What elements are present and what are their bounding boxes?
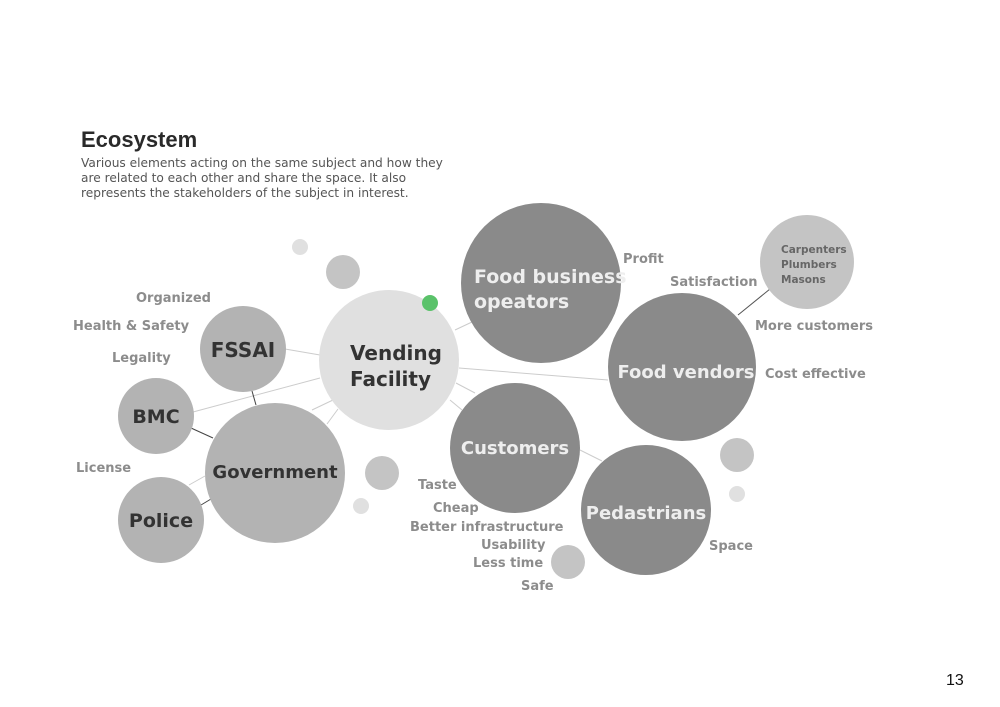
node-label: Food vendors xyxy=(617,362,754,383)
label-better-infrastructure: Better infrastructure xyxy=(410,520,564,535)
node-bmc: BMC xyxy=(118,378,194,454)
node-pedestrians: Pedastrians xyxy=(581,445,711,575)
label-safe: Safe xyxy=(521,579,554,594)
bubble xyxy=(292,239,308,255)
connectors xyxy=(188,288,771,506)
node-label: opeators xyxy=(474,291,569,313)
label-cost-effective: Cost effective xyxy=(765,367,866,382)
connector xyxy=(251,390,257,406)
label-health-safety: Health & Safety xyxy=(73,319,190,334)
node-label: Plumbers xyxy=(781,259,837,271)
connector xyxy=(190,427,214,439)
node-label: Police xyxy=(129,510,193,532)
label-legality: Legality xyxy=(112,351,171,366)
node-label: Pedastrians xyxy=(586,503,706,524)
label-cheap: Cheap xyxy=(433,501,479,516)
bubble xyxy=(720,438,754,472)
connector xyxy=(455,382,476,394)
node-label: Carpenters xyxy=(781,244,847,256)
label-satisfaction: Satisfaction xyxy=(670,275,758,290)
connector xyxy=(454,321,473,331)
connector xyxy=(737,288,771,316)
page-description: Various elements acting on the same subj… xyxy=(81,156,443,200)
node-fssai: FSSAI xyxy=(200,306,286,392)
node-label: Customers xyxy=(461,438,569,459)
node-label: FSSAI xyxy=(211,338,276,362)
node-trades: Carpenters Plumbers Masons xyxy=(760,215,854,309)
connector xyxy=(311,399,334,411)
label-usability: Usability xyxy=(481,538,546,553)
connector xyxy=(449,399,463,411)
node-label: BMC xyxy=(132,406,179,428)
page-title: Ecosystem xyxy=(81,127,198,152)
node-label: Vending xyxy=(350,341,442,365)
label-taste: Taste xyxy=(418,478,457,493)
status-dot-green xyxy=(422,295,438,311)
label-more-customers: More customers xyxy=(755,319,873,334)
connector xyxy=(192,377,321,413)
node-police: Police xyxy=(118,477,204,563)
connector xyxy=(284,348,321,356)
attribute-labels: Organized Health & Safety Legality Licen… xyxy=(73,252,873,594)
node-label: Government xyxy=(212,462,338,483)
node-label: Food business xyxy=(474,266,627,288)
connector xyxy=(200,498,212,506)
node-customers: Customers xyxy=(450,383,580,513)
connector xyxy=(188,475,206,486)
bubble xyxy=(353,498,369,514)
node-government: Government xyxy=(205,403,345,543)
bubble xyxy=(326,255,360,289)
decorative-bubbles xyxy=(292,239,754,579)
label-license: License xyxy=(76,461,131,476)
node-food-vendors: Food vendors xyxy=(608,293,756,441)
connector xyxy=(579,449,603,462)
bubble xyxy=(551,545,585,579)
label-less-time: Less time xyxy=(473,556,543,571)
connector xyxy=(326,408,339,425)
label-organized: Organized xyxy=(136,291,211,306)
bubble xyxy=(729,486,745,502)
connector xyxy=(458,367,609,381)
node-label: Facility xyxy=(350,367,431,391)
node-vending-facility: Vending Facility xyxy=(319,290,459,430)
label-space: Space xyxy=(709,539,753,554)
node-food-business-operators: Food business opeators xyxy=(461,203,627,363)
label-profit: Profit xyxy=(623,252,664,267)
bubble xyxy=(365,456,399,490)
page-number: 13 xyxy=(946,672,964,689)
node-label: Masons xyxy=(781,274,826,286)
